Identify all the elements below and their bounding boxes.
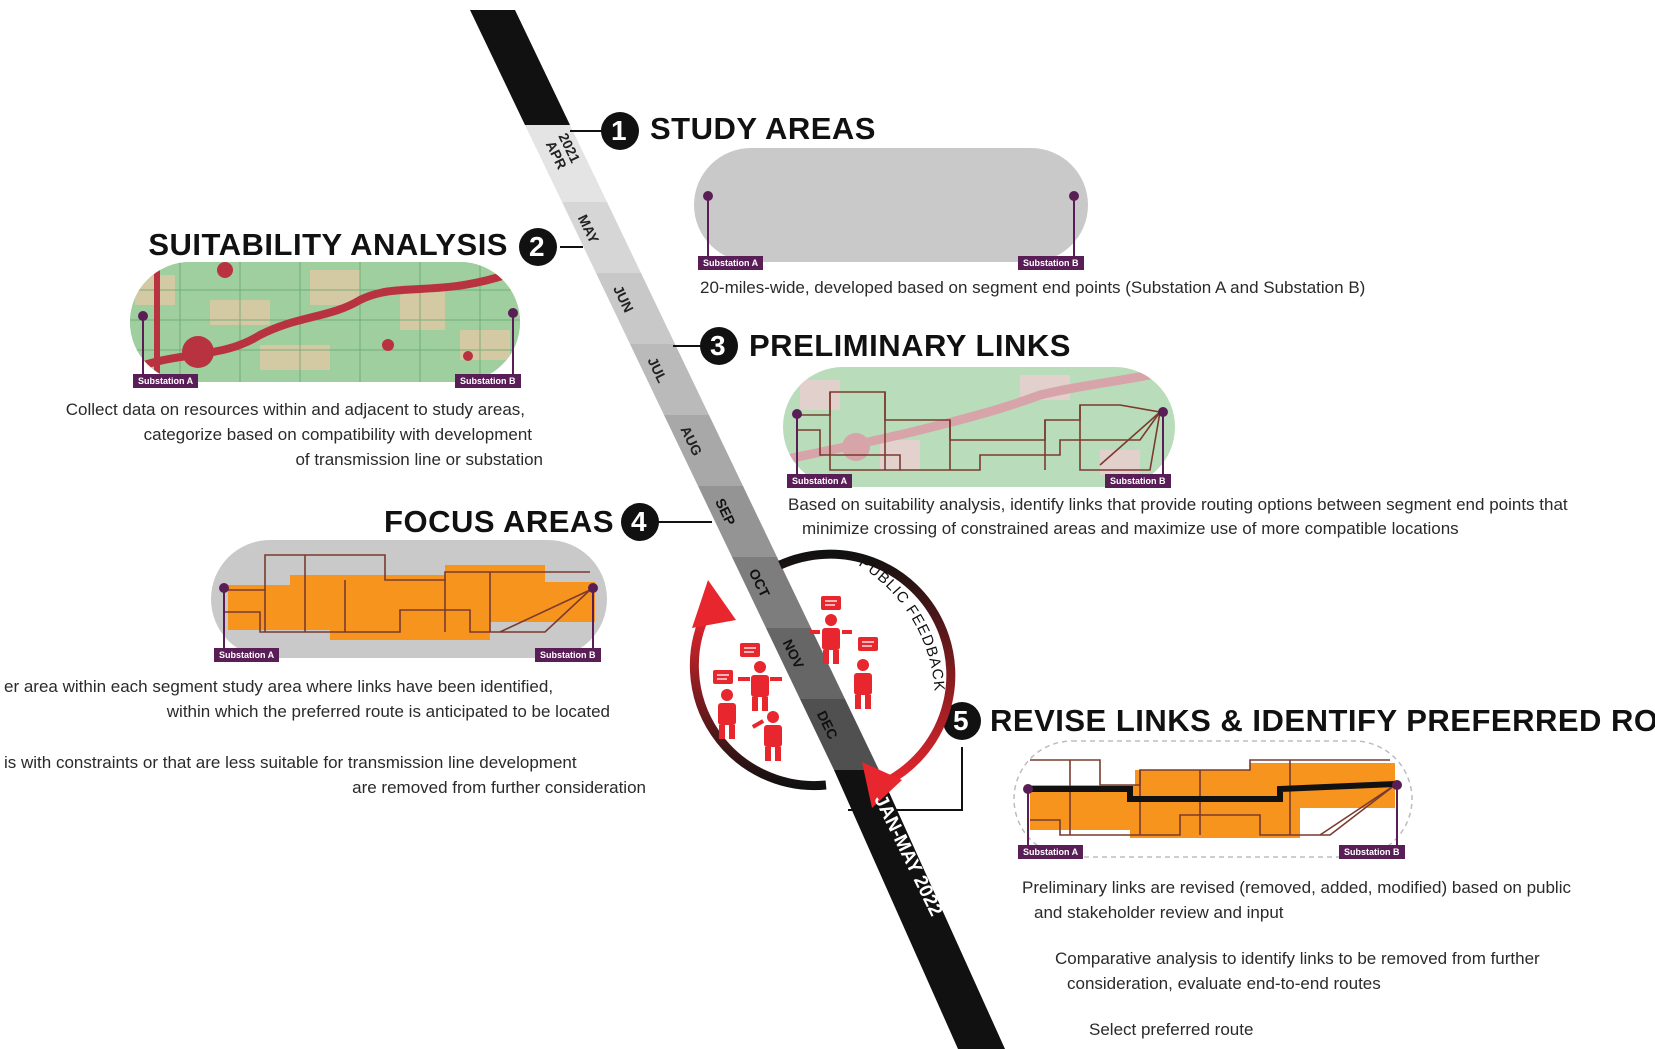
step-3-number: 3 bbox=[710, 330, 727, 361]
feedback-arrowhead-right bbox=[862, 762, 902, 808]
step-5-description-line: consideration, evaluate end-to-end route… bbox=[1067, 974, 1381, 993]
step-4-description-line: er area within each segment study area w… bbox=[4, 677, 554, 696]
timeline-month-nov bbox=[766, 628, 845, 699]
step-4-title: FOCUS AREAS bbox=[384, 504, 614, 539]
step-5-description-line: Preliminary links are revised (removed, … bbox=[1022, 878, 1571, 897]
step-2-number: 2 bbox=[529, 231, 546, 262]
step-5-description-line: Comparative analysis to identify links t… bbox=[1055, 949, 1540, 968]
step-4-badge bbox=[621, 503, 659, 541]
timeline-month-apr bbox=[525, 125, 607, 202]
timeline-month-jul bbox=[630, 344, 709, 415]
person-icon bbox=[751, 711, 782, 761]
step-5-description-line: and stakeholder review and input bbox=[1034, 903, 1284, 922]
speech-bubble-lines bbox=[717, 600, 874, 680]
step-1-badge bbox=[601, 112, 639, 150]
people-icons bbox=[713, 596, 878, 761]
substation-a-tag: Substation A bbox=[214, 648, 280, 662]
person-icon bbox=[713, 670, 736, 739]
step-2-title: SUITABILITY ANALYSIS bbox=[148, 227, 508, 262]
timeline-final-segment bbox=[834, 770, 1005, 1049]
step-2-description-line: of transmission line or substation bbox=[295, 450, 543, 469]
substation-b-tag: Substation B bbox=[1339, 845, 1405, 859]
suitability-map bbox=[130, 262, 520, 382]
person-icon bbox=[810, 596, 852, 664]
step-4-description-line: are removed from further consideration bbox=[352, 778, 646, 797]
step-3-title: PRELIMINARY LINKS bbox=[749, 328, 1071, 363]
step-4-number: 4 bbox=[631, 506, 648, 537]
substation-b-tag: Substation B bbox=[535, 648, 601, 662]
timeline-month-dec bbox=[800, 699, 879, 770]
preferred-route-line bbox=[1028, 781, 1396, 802]
step-3-badge bbox=[700, 327, 738, 365]
step-1-description: 20-miles-wide, developed based on segmen… bbox=[700, 278, 1366, 297]
step-4-description-line: within which the preferred route is anti… bbox=[166, 702, 610, 721]
substation-a-tag: Substation A bbox=[787, 474, 853, 488]
step-2-badge bbox=[519, 228, 557, 266]
person-icon bbox=[854, 637, 878, 709]
feedback-arc-left bbox=[689, 607, 827, 791]
step-3-description-line: minimize crossing of constrained areas a… bbox=[802, 519, 1459, 538]
substation-a-tag: Substation A bbox=[133, 374, 199, 388]
timeline-month-oct bbox=[732, 557, 811, 628]
timeline-month-may bbox=[562, 202, 641, 273]
step-5-badge bbox=[943, 702, 981, 740]
substation-b-tag: Substation B bbox=[455, 374, 521, 388]
study-area-map bbox=[694, 148, 1088, 262]
step-4-description-line: is with constraints or that are less sui… bbox=[4, 753, 577, 772]
step-3-description-line: Based on suitability analysis, identify … bbox=[788, 495, 1568, 514]
step-5-number: 5 bbox=[953, 705, 970, 736]
step-badges bbox=[519, 112, 981, 740]
step-1-title: STUDY AREAS bbox=[650, 111, 876, 146]
feedback-arc-right bbox=[778, 549, 956, 790]
step-5-title: REVISE LINKS & IDENTIFY PREFERRED ROU bbox=[990, 703, 1655, 738]
feedback-arrowhead-left bbox=[692, 580, 736, 628]
timeline-month-aug bbox=[664, 415, 743, 486]
substation-a-tag: Substation A bbox=[698, 256, 764, 270]
substation-b-tag: Substation B bbox=[1018, 256, 1084, 270]
preliminary-links-map bbox=[783, 367, 1175, 487]
substation-b-tag: Substation B bbox=[1105, 474, 1171, 488]
public-feedback-cycle bbox=[689, 549, 956, 808]
preferred-route-map bbox=[1013, 740, 1413, 858]
timeline-band bbox=[470, 10, 1005, 1049]
timeline-month-sep bbox=[698, 486, 777, 557]
substation-a-tag: Substation A bbox=[1018, 845, 1084, 859]
connector-lines bbox=[560, 130, 963, 811]
person-icon bbox=[738, 643, 782, 711]
step-2-description-line: categorize based on compatibility with d… bbox=[143, 425, 532, 444]
timeline-start-segment bbox=[470, 10, 570, 125]
focus-areas-map bbox=[211, 540, 607, 658]
step-2-description-line: Collect data on resources within and adj… bbox=[65, 400, 525, 419]
timeline-month-jun bbox=[596, 273, 675, 344]
step-5-description-line: Select preferred route bbox=[1089, 1020, 1254, 1039]
step-1-number: 1 bbox=[611, 115, 628, 146]
